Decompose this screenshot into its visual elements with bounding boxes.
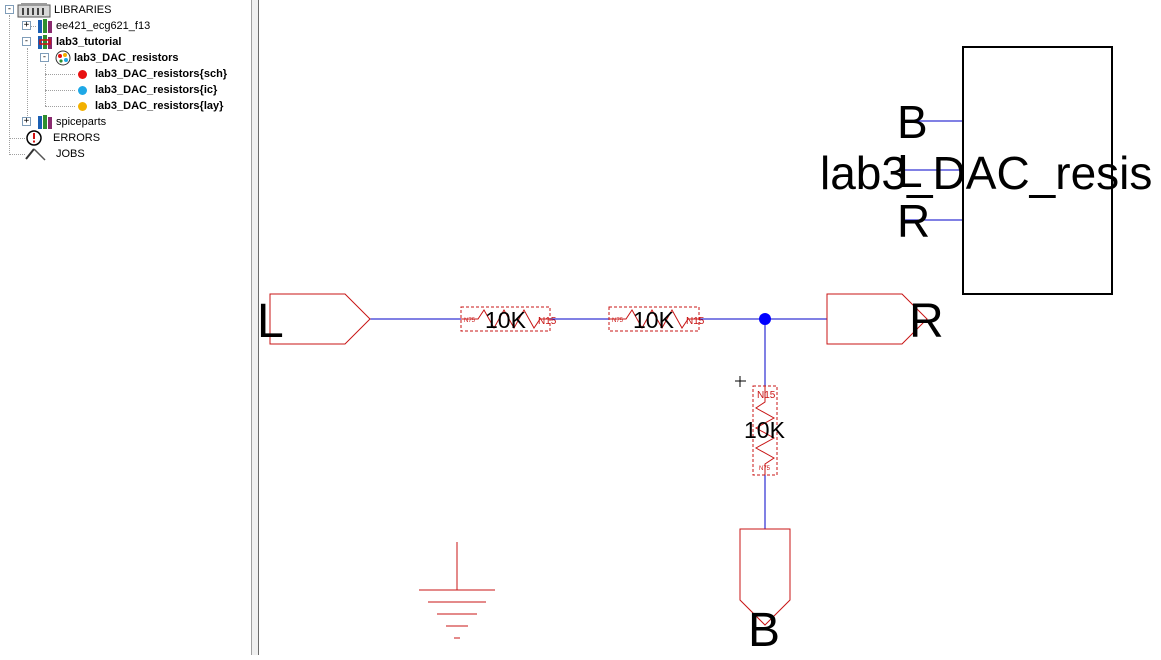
port-label-r: R (909, 295, 944, 348)
tree-node-label: spiceparts (56, 116, 107, 128)
resistor-r1[interactable]: N75 N15 10K (460, 306, 557, 333)
tree-node-label: lab3_DAC_resistors{ic} (95, 84, 218, 96)
resistor-node-tag: N75 (612, 318, 624, 324)
error-icon (25, 130, 42, 146)
ground-symbol[interactable] (419, 542, 495, 639)
library-explorer: - LIBRARIES + ee421_ecg621_f13 - lab3_tu… (0, 0, 251, 655)
pane-splitter[interactable] (251, 0, 259, 655)
resistor-node-tag: N15 (538, 316, 557, 327)
tree-line (9, 15, 10, 155)
resistor-r2[interactable]: N75 N15 10K (608, 306, 705, 333)
resistor-value: 10K (485, 307, 527, 333)
resistor-node-tag: N75 (464, 318, 476, 324)
tree-expand-toggle[interactable]: + (22, 20, 31, 30)
icon-pin-label-l: L (897, 145, 923, 197)
tree-node-view-sch[interactable]: lab3_DAC_resistors{sch} (75, 66, 227, 82)
tree-node-view-ic[interactable]: lab3_DAC_resistors{ic} (75, 82, 217, 98)
library-books-icon (37, 114, 53, 130)
icon-view-icon (78, 85, 87, 95)
schematic-drawing: L R B N75 N15 10K N75 N15 10K (257, 46, 1152, 657)
icon-instance[interactable] (962, 46, 1113, 295)
tree-collapse-toggle[interactable]: - (5, 4, 14, 14)
icon-pin-label-b: B (897, 96, 928, 148)
tree-node-label: JOBS (56, 148, 85, 160)
tree-expand-toggle[interactable]: + (22, 116, 31, 126)
resistor-node-tag: N15 (757, 390, 776, 401)
schematic-canvas[interactable]: L R B N75 N15 10K N75 N15 10K (257, 0, 1161, 657)
port-label-l: L (259, 295, 284, 348)
tree-line (45, 106, 75, 107)
output-port-r[interactable] (826, 293, 928, 345)
tree-line (9, 138, 25, 139)
tree-node-label: lab3_DAC_resistors{lay} (95, 100, 224, 112)
resistor-value: 10K (633, 307, 675, 333)
tree-collapse-toggle[interactable]: - (40, 52, 49, 62)
resistor-node-tag: N75 (759, 466, 771, 472)
tree-line (27, 48, 28, 122)
icon-pin-label-r: R (897, 195, 930, 247)
tree-node-label: lab3_DAC_resistors{sch} (95, 68, 228, 80)
tree-node-label: lab3_DAC_resistors (74, 52, 179, 64)
tree-collapse-toggle[interactable]: - (22, 36, 31, 46)
junction-dot[interactable] (759, 313, 771, 325)
port-label-b: B (748, 604, 780, 655)
tree-node-library[interactable]: ee421_ecg621_f13 (37, 18, 150, 34)
tree-node-libraries[interactable]: LIBRARIES (17, 2, 111, 18)
resistor-r3[interactable]: N15 N75 10K (744, 385, 786, 476)
jobs-tool-icon (25, 146, 46, 162)
libraries-building-icon (17, 2, 51, 18)
cell-palette-icon (55, 50, 71, 66)
tree-node-library-open[interactable]: lab3_tutorial (37, 34, 121, 50)
tree-node-jobs[interactable]: JOBS (25, 146, 85, 162)
tree-node-view-lay[interactable]: lab3_DAC_resistors{lay} (75, 98, 223, 114)
tree-line (45, 90, 75, 91)
cursor-crosshair-icon (735, 376, 746, 387)
output-port-b[interactable] (739, 528, 791, 626)
tree-line (45, 74, 75, 75)
layout-view-icon (78, 101, 87, 111)
input-port-l[interactable] (269, 293, 371, 345)
tree-node-library[interactable]: spiceparts (37, 114, 106, 130)
icon-instance-name: lab3_DAC_resis (820, 147, 1152, 199)
tree-node-label: ERRORS (53, 132, 101, 144)
tree-line (9, 154, 25, 155)
tree-node-errors[interactable]: ERRORS (25, 130, 100, 146)
schematic-view-icon (78, 69, 87, 79)
library-books-open-icon (37, 34, 53, 50)
tree-node-label: lab3_tutorial (56, 36, 122, 48)
resistor-value: 10K (744, 417, 786, 443)
library-books-icon (37, 18, 53, 34)
resistor-node-tag: N15 (686, 316, 705, 327)
tree-line (45, 64, 46, 106)
tree-node-label: ee421_ecg621_f13 (56, 20, 151, 32)
tree-node-cell[interactable]: lab3_DAC_resistors (55, 50, 179, 66)
tree-node-label: LIBRARIES (54, 4, 112, 16)
